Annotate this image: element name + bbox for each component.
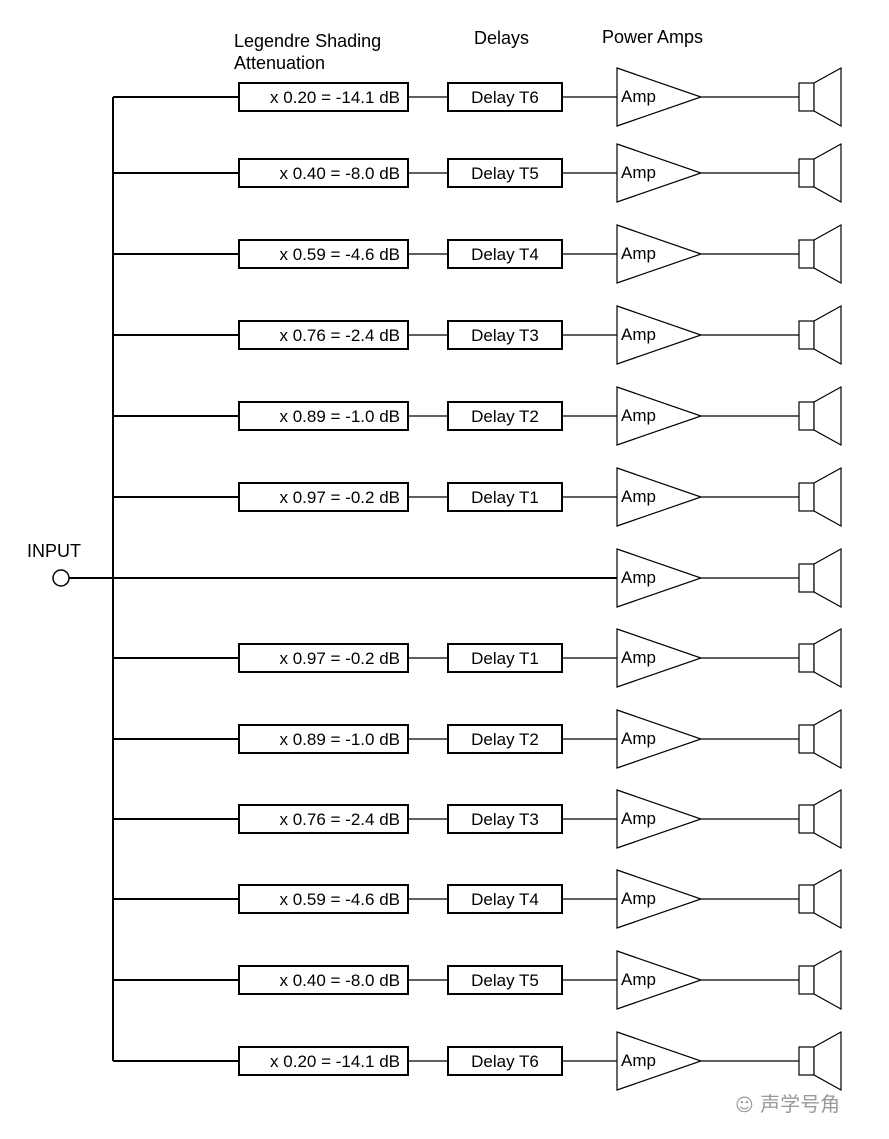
speaker-magnet-icon xyxy=(798,724,815,754)
delay-label: Delay T1 xyxy=(471,649,539,668)
speaker-cone-icon xyxy=(813,1030,842,1092)
speaker-magnet-icon xyxy=(798,1046,815,1076)
gain-box xyxy=(238,239,409,269)
gain-box xyxy=(238,401,409,431)
wechat-icon: ☺ xyxy=(735,1095,754,1116)
amp-triangle-icon xyxy=(616,467,703,527)
delay-box xyxy=(447,804,563,834)
delay-label: Delay T2 xyxy=(471,407,539,426)
delay-label: Delay T4 xyxy=(471,245,539,264)
amp-triangle-icon xyxy=(616,548,703,608)
amp-label: Amp xyxy=(621,87,656,106)
gain-box xyxy=(238,320,409,350)
gain-label: x 0.97 = -0.2 dB xyxy=(280,488,401,507)
speaker-cone-icon xyxy=(813,466,842,528)
speaker-magnet-icon xyxy=(798,320,815,350)
gain-label: x 0.97 = -0.2 dB xyxy=(280,649,401,668)
gain-box xyxy=(238,82,409,112)
delay-label: Delay T5 xyxy=(471,971,539,990)
amp-triangle-icon xyxy=(616,143,703,203)
speaker-magnet-icon xyxy=(798,82,815,112)
speaker-cone-icon xyxy=(813,385,842,447)
amp-triangle-icon xyxy=(616,869,703,929)
delays-header: Delays xyxy=(474,28,530,48)
amp-triangle-icon xyxy=(616,67,703,127)
speaker-magnet-icon xyxy=(798,239,815,269)
speaker-cone-icon xyxy=(813,142,842,204)
delay-label: Delay T3 xyxy=(471,810,539,829)
amp-triangle-icon xyxy=(616,789,703,849)
gain-label: x 0.20 = -14.1 dB xyxy=(270,88,400,107)
speaker-magnet-icon xyxy=(798,563,815,593)
watermark-text: 声学号角 xyxy=(760,1092,841,1116)
amp-label: Amp xyxy=(621,970,656,989)
watermark: ☺ 声学号角 xyxy=(735,1088,840,1117)
gain-box xyxy=(238,724,409,754)
speaker-magnet-icon xyxy=(798,401,815,431)
speaker-cone-icon xyxy=(813,223,842,285)
speaker-magnet-icon xyxy=(798,965,815,995)
gain-label: x 0.20 = -14.1 dB xyxy=(270,1052,400,1071)
amp-label: Amp xyxy=(621,163,656,182)
gain-label: x 0.89 = -1.0 dB xyxy=(280,407,401,426)
speaker-cone-icon xyxy=(813,547,842,609)
amp-triangle-icon xyxy=(616,950,703,1010)
amp-label: Amp xyxy=(621,889,656,908)
shading-header: Legendre Shading Attenuation xyxy=(234,30,381,74)
speaker-magnet-icon xyxy=(798,158,815,188)
amp-label: Amp xyxy=(621,809,656,828)
delay-label: Delay T2 xyxy=(471,730,539,749)
gain-box xyxy=(238,884,409,914)
gain-label: x 0.76 = -2.4 dB xyxy=(280,810,401,829)
amp-triangle-icon xyxy=(616,628,703,688)
gain-box xyxy=(238,158,409,188)
amp-label: Amp xyxy=(621,244,656,263)
delay-label: Delay T6 xyxy=(471,88,539,107)
speaker-magnet-icon xyxy=(798,804,815,834)
delay-label: Delay T5 xyxy=(471,164,539,183)
amp-label: Amp xyxy=(621,487,656,506)
delay-box xyxy=(447,401,563,431)
gain-label: x 0.89 = -1.0 dB xyxy=(280,730,401,749)
delay-label: Delay T4 xyxy=(471,890,539,909)
amp-triangle-icon xyxy=(616,386,703,446)
shading-header-line1: Legendre Shading xyxy=(234,31,382,51)
speaker-cone-icon xyxy=(813,868,842,930)
gain-label: x 0.59 = -4.6 dB xyxy=(280,890,401,909)
delay-label: Delay T1 xyxy=(471,488,539,507)
delay-label: Delay T6 xyxy=(471,1052,539,1071)
amp-label: Amp xyxy=(621,648,656,667)
gain-box xyxy=(238,804,409,834)
gain-box xyxy=(238,643,409,673)
delay-box xyxy=(447,884,563,914)
delay-label: Delay T3 xyxy=(471,326,539,345)
speaker-cone-icon xyxy=(813,304,842,366)
gain-label: x 0.40 = -8.0 dB xyxy=(280,164,401,183)
input-node xyxy=(52,569,70,587)
amp-triangle-icon xyxy=(616,224,703,284)
amp-label: Amp xyxy=(621,325,656,344)
speaker-cone-icon xyxy=(813,949,842,1011)
amp-label: Amp xyxy=(621,729,656,748)
amp-triangle-icon xyxy=(616,305,703,365)
speaker-cone-icon xyxy=(813,627,842,689)
speaker-cone-icon xyxy=(813,788,842,850)
amp-label: Amp xyxy=(621,1051,656,1070)
speaker-cone-icon xyxy=(813,708,842,770)
speaker-magnet-icon xyxy=(798,884,815,914)
speaker-cone-icon xyxy=(813,66,842,128)
amp-label: Amp xyxy=(621,568,656,587)
amp-triangle-icon xyxy=(616,1031,703,1091)
gain-label: x 0.76 = -2.4 dB xyxy=(280,326,401,345)
gain-label: x 0.40 = -8.0 dB xyxy=(280,971,401,990)
shading-header-line2: Attenuation xyxy=(234,53,326,73)
amp-label: Amp xyxy=(621,406,656,425)
speaker-magnet-icon xyxy=(798,643,815,673)
speaker-magnet-icon xyxy=(798,482,815,512)
power-amps-header: Power Amps xyxy=(602,27,704,47)
input-label: INPUT xyxy=(27,541,81,561)
gain-label: x 0.59 = -4.6 dB xyxy=(280,245,401,264)
amp-triangle-icon xyxy=(616,709,703,769)
